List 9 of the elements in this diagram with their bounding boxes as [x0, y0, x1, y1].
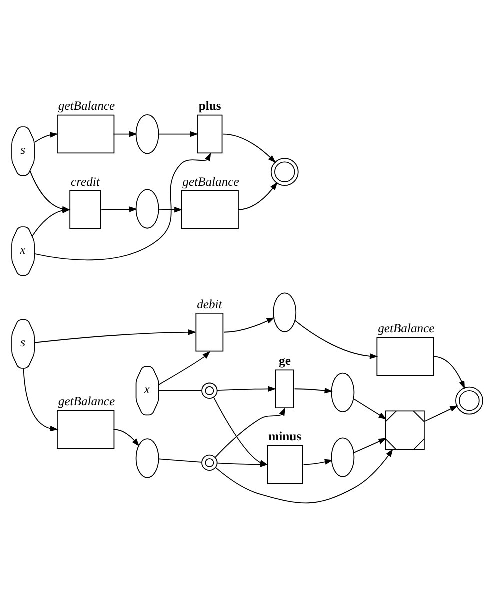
node-label: getBalance	[182, 174, 240, 189]
node-label: getBalance	[378, 322, 435, 336]
node-label: ge	[279, 354, 291, 368]
node-label: minus	[268, 430, 302, 444]
node-label: plus	[198, 99, 222, 114]
node-label: getBalance	[58, 99, 116, 114]
node-label: getBalance	[58, 394, 116, 409]
node-label: debit	[197, 297, 222, 312]
node-label: credit	[71, 174, 100, 189]
